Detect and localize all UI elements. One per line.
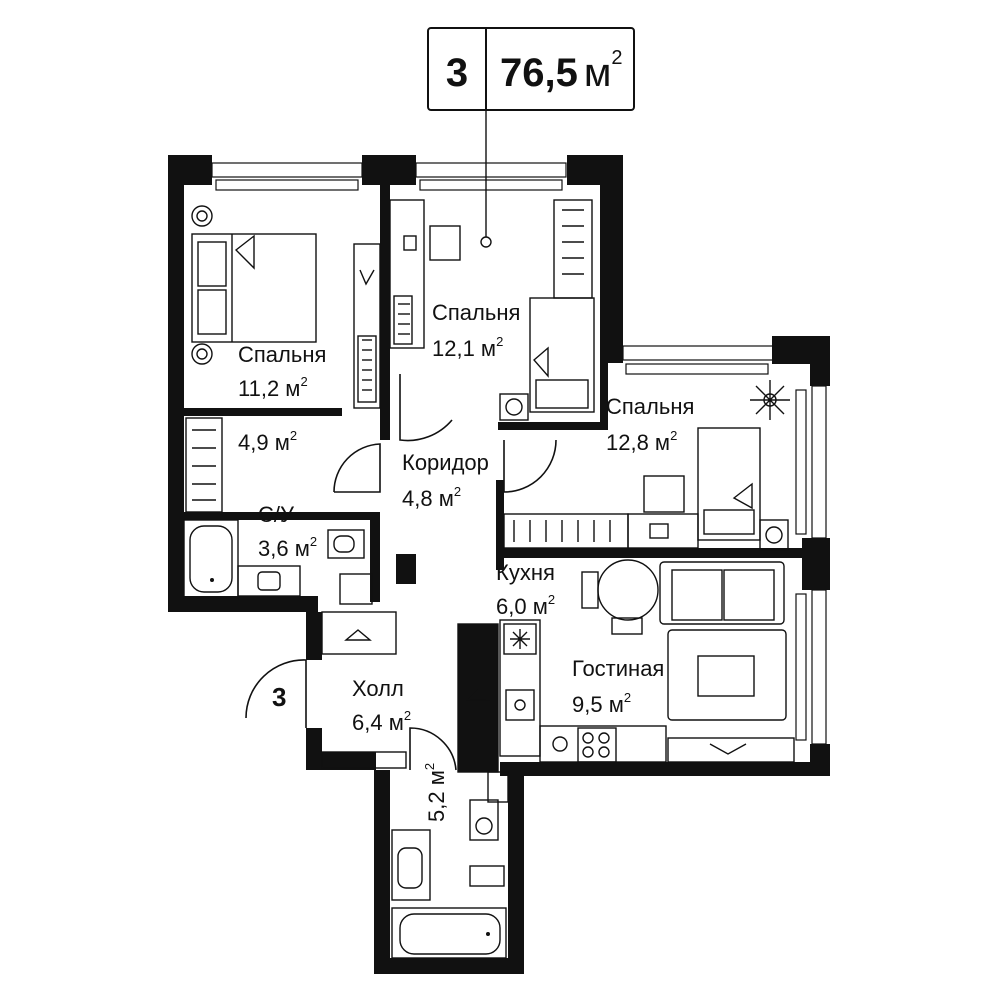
bed2-icon: [503, 427, 789, 551]
plant-icon: [750, 380, 790, 420]
closet-icon: [185, 417, 223, 513]
room-living-area: 9,5 м2: [572, 690, 631, 717]
rooms-count: 3: [446, 51, 468, 95]
room-bathroom1-name: С/У: [258, 502, 295, 527]
room-living-name: Гостиная: [572, 656, 664, 681]
room-bathroom1-area: 3,6 м2: [258, 534, 317, 561]
doors: [245, 374, 557, 771]
desk-icon: [389, 199, 461, 349]
room-kitchen-name: Кухня: [496, 560, 555, 585]
room-hall-area: 6,4 м2: [352, 708, 411, 735]
room-kitchen-area: 6,0 м2: [496, 592, 555, 619]
room-hall-name: Холл: [352, 676, 404, 701]
room-corridor-name: Коридор: [402, 450, 489, 475]
room-bathroom2-area: 5,2 м2: [422, 763, 449, 822]
kitchen-furniture: [457, 559, 667, 773]
room-bedroom1-area: 11,2 м2: [238, 374, 308, 401]
room-bedroom2-name: Спальня: [432, 300, 520, 325]
bathtub-icon: [183, 519, 373, 605]
wardrobe-icon: [353, 243, 381, 409]
bed-icon: [191, 205, 317, 365]
room-bedroom2-area: 12,1 м2: [432, 334, 503, 361]
room-bedroom3-name: Спальня: [606, 394, 694, 419]
sofa-icon: [659, 561, 795, 763]
room-wardrobe-area: 4,9 м2: [238, 428, 297, 455]
room-corridor-area: 4,8 м2: [402, 484, 461, 511]
entrance-marker: 3: [272, 682, 286, 712]
hall-furniture: [321, 611, 407, 769]
bathroom2-fixtures: [391, 771, 509, 959]
room-labels: Спальня 11,2 м2 Спальня 12,1 м2 Спальня …: [238, 300, 694, 822]
room-bedroom3-area: 12,8 м2: [606, 428, 677, 455]
wardrobe2-icon: [499, 199, 595, 421]
room-bedroom1-name: Спальня: [238, 342, 326, 367]
windows: [211, 162, 827, 745]
walls: [168, 155, 830, 974]
